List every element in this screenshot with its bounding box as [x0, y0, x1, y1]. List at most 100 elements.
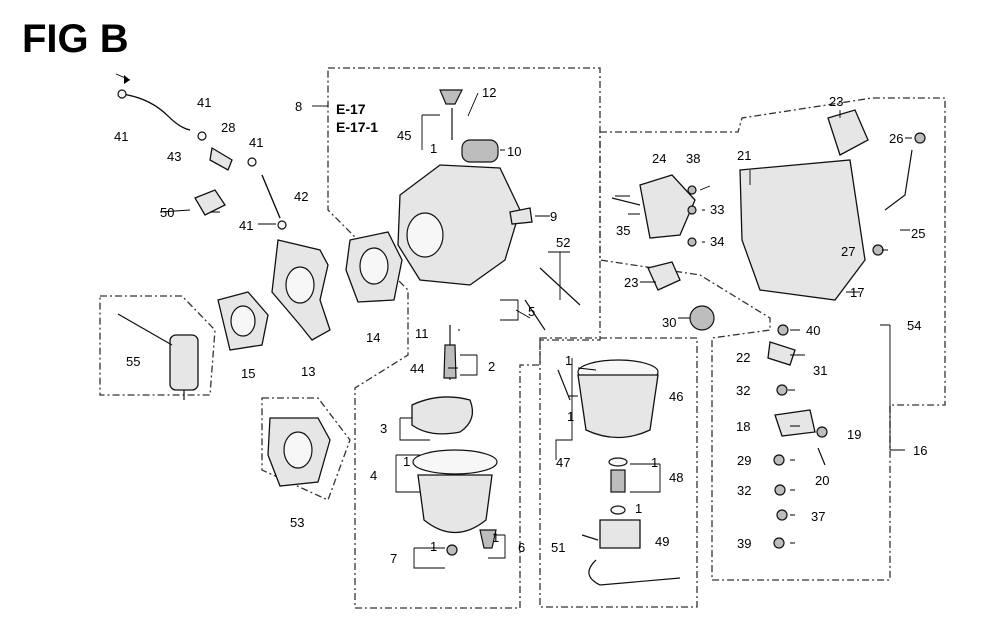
part-label: 6 [518, 540, 525, 555]
bracket-4 [395, 454, 420, 493]
part-label: 10 [507, 144, 521, 159]
part-label: 30 [662, 315, 676, 330]
ref-code-e17-1: E-17-1 [336, 119, 378, 135]
bowl-46 [577, 374, 659, 439]
nut-27 [872, 244, 884, 256]
lever-24 [639, 174, 696, 239]
spring-20 [817, 447, 826, 466]
nut-40 [777, 324, 789, 336]
part-label: 2 [488, 359, 495, 374]
bracket-48 [630, 463, 661, 493]
part-label: 54 [907, 318, 921, 333]
part-label: 16 [913, 443, 927, 458]
float-bowl-4 [417, 474, 493, 533]
part-label: 3 [380, 421, 387, 436]
arrow-head [124, 75, 130, 84]
cap-10 [461, 139, 499, 163]
clip-41-d [277, 220, 287, 230]
washer-1 [610, 505, 626, 515]
bracket-7 [413, 547, 445, 569]
control-base-17 [739, 159, 866, 301]
part-label: 27 [841, 244, 855, 259]
part-label: 41 [114, 129, 128, 144]
washer-7 [446, 544, 458, 556]
part-label: 32 [737, 483, 751, 498]
part-label: 39 [737, 536, 751, 551]
part-label: 1 [403, 454, 410, 469]
solenoid-wire [588, 559, 681, 586]
bracket-47 [555, 358, 573, 460]
screw-5 [524, 299, 546, 331]
insulator-53-hole [283, 431, 313, 469]
screw-12 [439, 89, 463, 105]
gasket-23-upper [827, 109, 869, 156]
fuel-strainer-55 [169, 334, 199, 391]
clip-41-b [197, 131, 207, 141]
part-label: 48 [669, 470, 683, 485]
part-label: 38 [686, 151, 700, 166]
bolt-48 [610, 469, 626, 493]
part-label: 1 [430, 141, 437, 156]
gear-30 [689, 305, 715, 331]
part-label: 37 [811, 509, 825, 524]
part-label: 41 [239, 218, 253, 233]
part-label: 42 [294, 189, 308, 204]
carburetor-assembly-frame [327, 67, 601, 609]
clip-41-a [117, 89, 127, 99]
part-label: 43 [167, 149, 181, 164]
part-label: 1 [635, 501, 642, 516]
carburetor-bore [406, 212, 444, 258]
part-label: 49 [655, 534, 669, 549]
screw-6 [479, 529, 497, 549]
part-label: 20 [815, 473, 829, 488]
part-label: 11 [415, 326, 429, 341]
fuel-strainer-frame-55 [99, 295, 216, 396]
bracket-52 [548, 251, 570, 300]
part-label: 4 [370, 468, 377, 483]
part-label: 44 [410, 361, 424, 376]
part-label: 14 [366, 330, 380, 345]
washer-32-a [776, 384, 788, 396]
leader-lines [159, 92, 912, 544]
fuel-tube-43 [121, 93, 191, 131]
part-label: 15 [241, 366, 255, 381]
solenoid-49 [599, 519, 641, 549]
lever-18 [774, 409, 816, 437]
part-label: 51 [551, 540, 565, 555]
part-label: 47 [556, 455, 570, 470]
insulator-14-hole [359, 247, 389, 285]
part-label: 55 [126, 354, 140, 369]
part-label: 21 [737, 148, 751, 163]
part-label: 34 [710, 234, 724, 249]
part-label: 35 [616, 223, 630, 238]
screw-47 [557, 369, 571, 401]
part-label: 52 [556, 235, 570, 250]
part-label: 28 [221, 120, 235, 135]
part-label: 1 [492, 530, 499, 545]
part-label: 18 [736, 419, 750, 434]
part-label: 46 [669, 389, 683, 404]
part-label: 33 [710, 202, 724, 217]
part-label: 9 [550, 209, 557, 224]
bracket-50 [194, 189, 226, 216]
gasket-13-hole [285, 266, 315, 304]
part-label: 24 [652, 151, 666, 166]
washer-37 [776, 509, 788, 521]
spring-44 [443, 344, 457, 379]
screw-51 [581, 534, 599, 541]
part-label: 1 [430, 539, 437, 554]
part-label: 1 [565, 353, 572, 368]
strainer-tube [117, 313, 173, 346]
gasket-23-lower [647, 261, 681, 291]
part-label: 1 [651, 455, 658, 470]
part-label: 45 [397, 128, 411, 143]
part-label: 50 [160, 205, 174, 220]
part-label: 12 [482, 85, 496, 100]
float-3 [411, 396, 474, 435]
lever-22 [767, 341, 796, 366]
part-label: 23 [829, 94, 843, 109]
fuel-tube-42-inner [261, 174, 281, 219]
part-label: 26 [889, 131, 903, 146]
